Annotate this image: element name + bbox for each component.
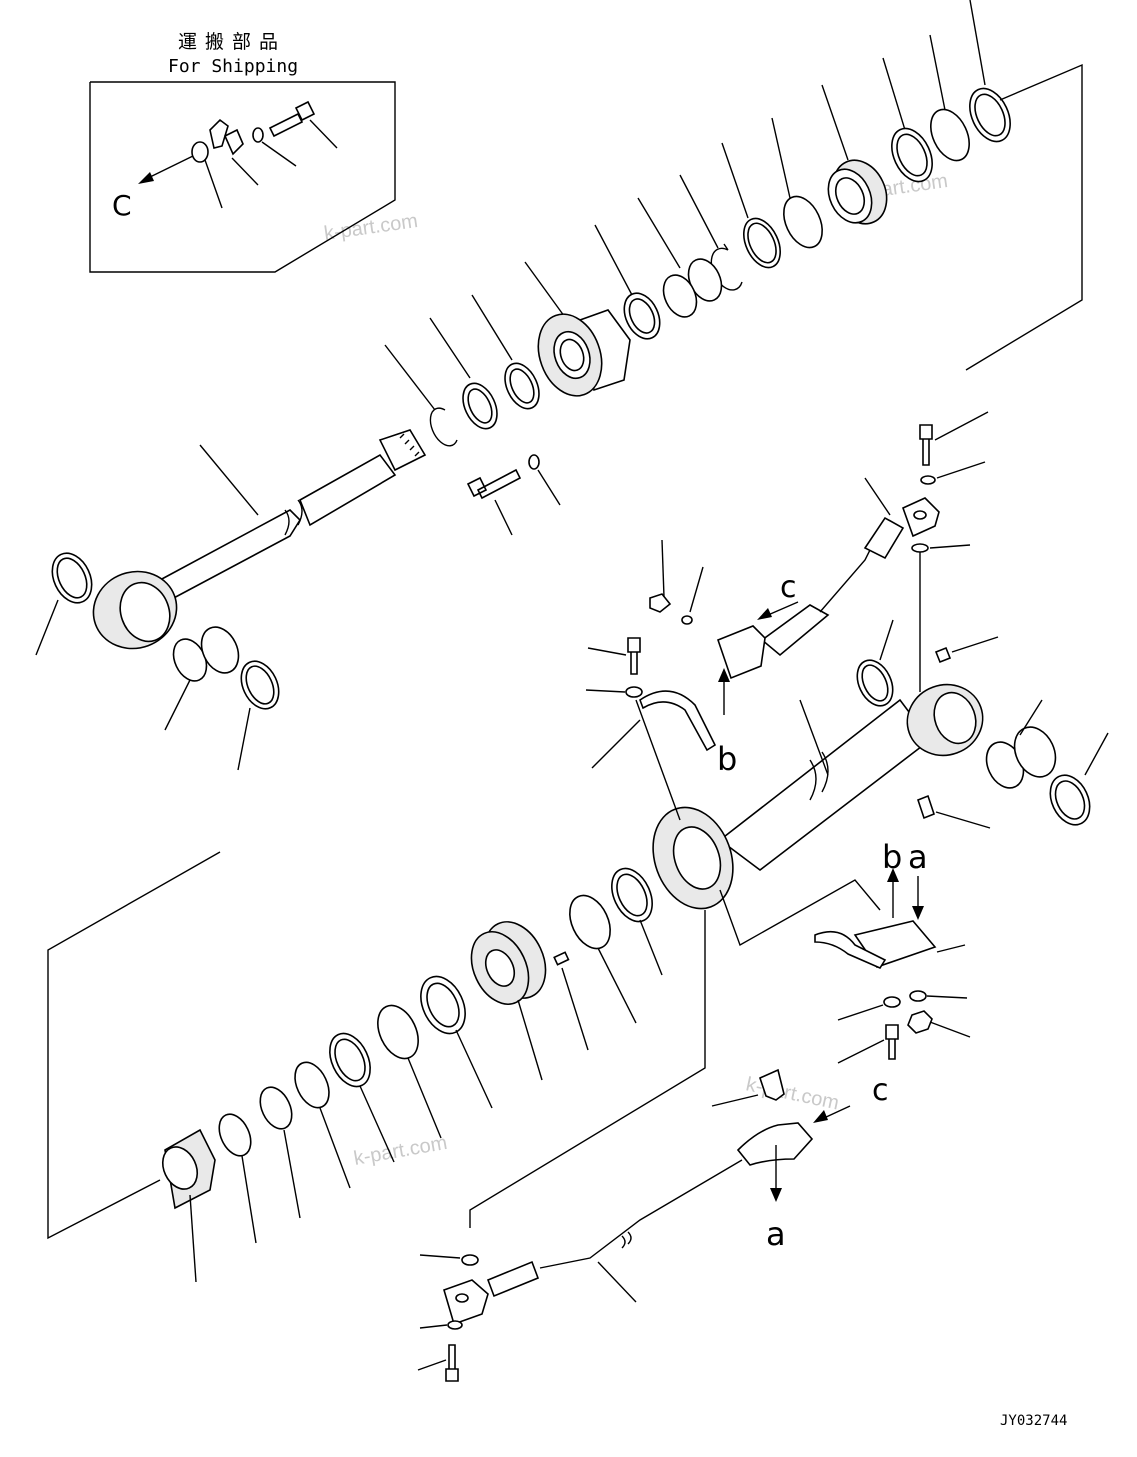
lower-pipe-elbow: [736, 1122, 814, 1166]
shipping-box-outline: [89, 81, 396, 273]
piston-ring-1: [569, 894, 611, 950]
piston-nut: [161, 1128, 216, 1210]
cylinder-head: [537, 309, 631, 397]
piston-rod: [92, 429, 427, 650]
upper-flange-washer: [920, 475, 936, 485]
snap-ring-rod: [429, 407, 458, 447]
backup-ring-5: [218, 1113, 252, 1157]
right-clamp: b a: [719, 838, 971, 1064]
lower-flange-washer: [447, 1320, 463, 1330]
shipping-title-jp: 運搬部品: [178, 31, 286, 53]
plug-o-ring: [681, 615, 693, 625]
clamp-bracket: [209, 118, 244, 156]
shipping-callout-c: C: [112, 189, 132, 222]
drawing-number: JY032744: [1000, 1413, 1067, 1429]
pipe-block: [716, 625, 766, 680]
rod-end-bushing: [172, 626, 240, 682]
right-clamp-washer-1: [883, 996, 901, 1008]
watermark-4: k-part.com: [352, 1132, 449, 1170]
shipping-box: 運搬部品 For Shipping C: [89, 31, 396, 273]
upper-clamp-bolt: [627, 637, 641, 675]
head-bolt: [466, 468, 522, 500]
o-ring-1: [930, 108, 970, 162]
lower-pipe: c a: [417, 1068, 889, 1382]
callout-a-lower: a: [766, 1215, 786, 1253]
piston-group: [161, 867, 663, 1283]
piston: [470, 921, 547, 1005]
cylinder-tube: [652, 683, 984, 910]
watermark-1: k-part.com: [323, 210, 420, 245]
bottom-end-parts: [856, 619, 1109, 829]
callout-c-upper: c: [780, 570, 797, 605]
head-seal-stack: [384, 0, 1011, 536]
shipping-title-en: For Shipping: [168, 56, 298, 77]
grease-fitting-2: [917, 794, 935, 820]
bottom-bushing: [985, 726, 1057, 789]
snap-ring: [191, 141, 209, 163]
upper-clamp: [585, 637, 717, 821]
upper-flange-o-ring: [911, 543, 929, 553]
piston-pin: [553, 951, 570, 966]
bolt: [268, 100, 316, 138]
lower-flange-o-ring: [461, 1254, 479, 1266]
o-ring-2: [783, 195, 823, 249]
lower-flange: [443, 1279, 489, 1326]
callout-c-lower: c: [872, 1073, 889, 1108]
upper-pipe-elbow: [863, 516, 905, 560]
callout-a-right: a: [908, 838, 928, 876]
watermark-3: k-part.com: [744, 1073, 841, 1114]
right-clamp-nut: [907, 1010, 933, 1034]
lower-flange-bolt: [445, 1344, 459, 1382]
head-washer: [528, 454, 540, 470]
rod-end-parts: [35, 552, 280, 771]
upper-flange-bolt: [919, 424, 933, 466]
piston-group-bracket: [47, 851, 221, 1240]
backup-ring-4: [294, 1061, 330, 1109]
grease-fitting-1: [934, 646, 952, 664]
plug: [649, 593, 672, 613]
right-clamp-bolt: [885, 1024, 899, 1060]
tube-link: [469, 910, 706, 1228]
upper-clamp-washer: [625, 686, 643, 698]
top-group-bracket: [965, 63, 1083, 371]
bushing-top: [662, 258, 723, 318]
washer: [252, 127, 264, 143]
right-clamp-band: [814, 930, 887, 970]
piston-ring-2: [377, 1004, 419, 1060]
upper-pipe: c b: [649, 411, 989, 778]
callout-b-upper: b: [717, 740, 737, 778]
callout-b-right: b: [882, 838, 902, 876]
lower-clip: [759, 1068, 785, 1101]
o-ring-3: [259, 1086, 293, 1130]
right-clamp-washer-2: [909, 990, 927, 1002]
